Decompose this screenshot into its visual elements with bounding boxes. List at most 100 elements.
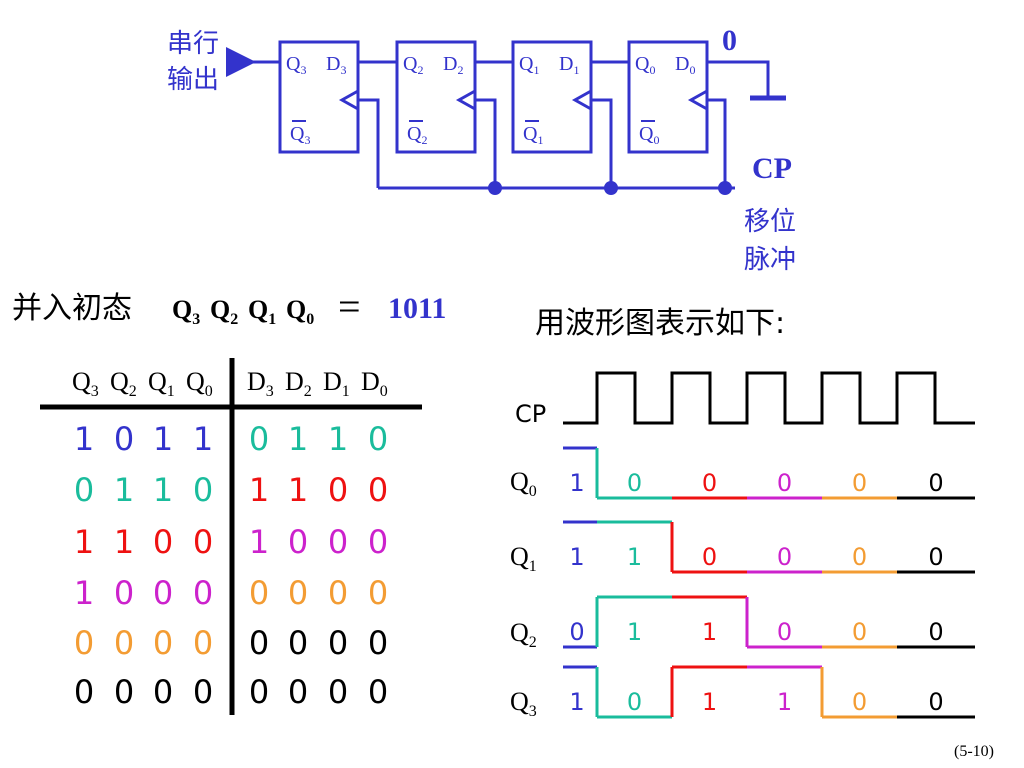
waveform-value-label: 0 <box>852 543 867 571</box>
clock-triangle-3 <box>338 89 359 111</box>
cp-waveform <box>563 371 975 425</box>
zero-input-label: 0 <box>722 24 737 57</box>
ff-q-label: Q1 <box>519 53 539 77</box>
waveform-value-label: 1 <box>702 618 717 646</box>
table-cell-d: 0 <box>288 673 308 711</box>
initial-state-caption: 并入初态 <box>12 291 132 326</box>
ff-d-label: D3 <box>326 53 346 77</box>
table-cell-d: 0 <box>328 471 348 509</box>
table-header-q: Q3 <box>72 367 99 400</box>
ff-d-label: D0 <box>675 53 695 77</box>
table-cell-q: 0 <box>193 574 213 612</box>
clock-wire-2 <box>475 98 497 188</box>
table-cell-q: 0 <box>114 420 134 458</box>
cp-label: CP <box>752 152 792 185</box>
waveform-value-label: 0 <box>852 688 867 716</box>
table-cell-d: 1 <box>328 420 348 458</box>
waveform-signal-label: Q0 <box>510 467 537 500</box>
ff-d-label: D1 <box>559 53 579 77</box>
table-header-d: D2 <box>285 367 312 400</box>
table-cell-d: 1 <box>288 420 308 458</box>
clock-wire-1 <box>591 98 613 188</box>
table-cell-d: 0 <box>368 673 388 711</box>
table-cell-q: 0 <box>193 523 213 561</box>
flipflop-2 <box>395 40 477 154</box>
table-cell-d: 0 <box>368 574 388 612</box>
waveform-value-label: 0 <box>627 688 642 716</box>
table-cell-q: 0 <box>74 624 94 662</box>
ff-d-label: D2 <box>443 53 463 77</box>
serial-out-label-line1: 串行 <box>167 29 219 59</box>
flipflop-0 <box>627 40 709 154</box>
waveform-value-label: 0 <box>777 469 792 497</box>
table-cell-q: 1 <box>74 523 94 561</box>
serial-out-label-line2: 输出 <box>167 65 219 95</box>
clock-wire-3 <box>358 98 380 188</box>
table-cell-q: 1 <box>153 420 173 458</box>
page-number: (5-10) <box>954 743 994 760</box>
table-cell-q: 1 <box>74 574 94 612</box>
table-cell-q: 0 <box>114 574 134 612</box>
ff-qn-label: Q2 <box>407 123 427 147</box>
table-cell-d: 0 <box>368 523 388 561</box>
waveform-value-label: 1 <box>627 618 642 646</box>
initial-state-value: 1011 <box>388 292 446 325</box>
table-cell-d: 0 <box>368 420 388 458</box>
shift-pulse-label-line2: 脉冲 <box>744 245 796 275</box>
waveform-value-label: 0 <box>627 469 642 497</box>
ff-q-label: Q0 <box>635 53 655 77</box>
table-cell-q: 0 <box>153 574 173 612</box>
waveform-value-label: 1 <box>777 688 792 716</box>
table-cell-d: 0 <box>288 574 308 612</box>
table-header-d: D3 <box>247 367 274 400</box>
table-cell-q: 0 <box>74 471 94 509</box>
waveform-caption: 用波形图表示如下: <box>535 306 785 341</box>
waveform-value-label: 0 <box>777 543 792 571</box>
waveform-value-label: 0 <box>852 618 867 646</box>
table-cell-q: 1 <box>114 523 134 561</box>
table-cell-q: 0 <box>193 624 213 662</box>
waveform-value-label: 0 <box>928 543 943 571</box>
table-cell-q: 0 <box>153 624 173 662</box>
table-cell-d: 0 <box>368 624 388 662</box>
table-cell-q: 1 <box>153 471 173 509</box>
table-cell-d: 0 <box>368 471 388 509</box>
table-cell-d: 0 <box>328 624 348 662</box>
table-cell-d: 1 <box>249 523 269 561</box>
waveform-value-label: 1 <box>569 543 584 571</box>
waveform-value-label: 0 <box>928 618 943 646</box>
table-cell-d: 0 <box>328 523 348 561</box>
clock-wire-0 <box>707 98 727 188</box>
table-cell-q: 0 <box>193 673 213 711</box>
clock-triangle-2 <box>455 89 476 111</box>
shift-register-circuit <box>226 40 786 190</box>
waveform-value-label: 1 <box>627 543 642 571</box>
waveform-cp-label: CP <box>515 400 546 428</box>
shift-pulse-label-line1: 移位 <box>744 207 796 237</box>
table-header-q: Q1 <box>148 367 175 400</box>
table-cell-q: 0 <box>153 673 173 711</box>
table-cell-q: 1 <box>114 471 134 509</box>
waveform-value-label: 0 <box>852 469 867 497</box>
table-header-q: Q2 <box>110 367 137 400</box>
caption-q-term: Q3 <box>172 295 200 328</box>
table-header-d: D0 <box>361 367 388 400</box>
table-header-q: Q0 <box>186 367 213 400</box>
table-cell-d: 1 <box>249 471 269 509</box>
table-cell-d: 0 <box>288 523 308 561</box>
waveform-value-label: 0 <box>569 618 584 646</box>
table-cell-q: 0 <box>153 523 173 561</box>
table-cell-d: 0 <box>328 673 348 711</box>
